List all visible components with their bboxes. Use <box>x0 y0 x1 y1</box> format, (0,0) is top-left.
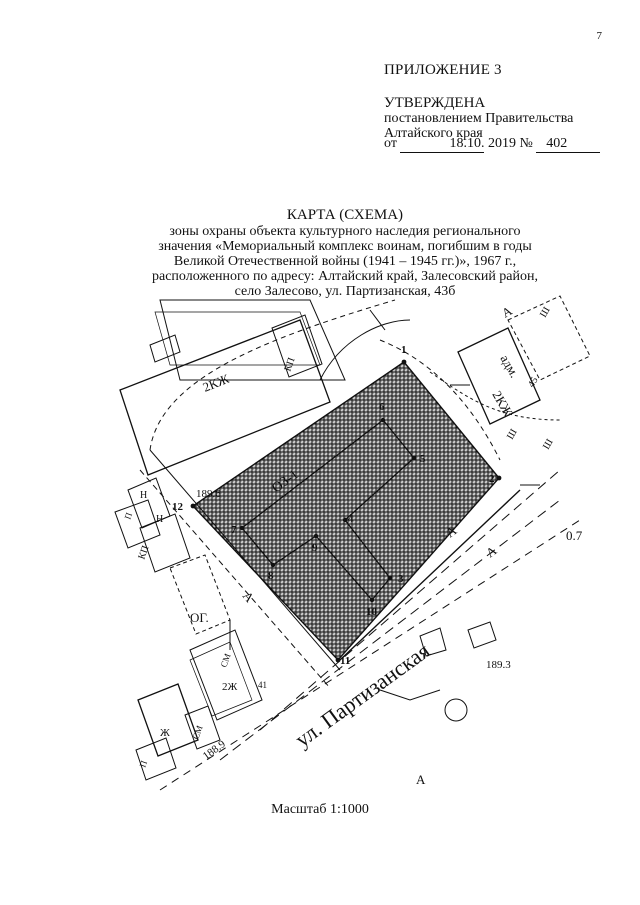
arc-right <box>429 371 561 421</box>
label-kp-north: КП <box>282 356 297 373</box>
label-2kzh-east: 2КЖ <box>489 388 516 419</box>
point-7-label: 7 <box>231 524 237 536</box>
elevation-189-3: 189.3 <box>486 659 511 671</box>
point-11-label: 11 <box>340 655 350 667</box>
point-2-label: 2 <box>489 473 495 485</box>
label-og: ОГ. <box>190 610 209 625</box>
point-4-label: 4 <box>348 513 354 525</box>
point-6-label: 6 <box>379 401 385 413</box>
approval-line-2: Алтайского края <box>384 126 483 141</box>
point-8-label: 8 <box>268 570 274 582</box>
approval-title: УТВЕРЖДЕНА <box>384 95 486 111</box>
approval-line-1: постановлением Правительства <box>384 111 574 126</box>
protection-zone-oz1 <box>191 361 500 662</box>
road-mark-4: А <box>416 772 426 787</box>
map-scale: Масштаб 1:1000 <box>271 802 369 817</box>
approval-number: 402 <box>536 136 601 153</box>
title-main: КАРТА (СХЕМА) <box>286 207 404 223</box>
label-sh-3: Ш <box>538 305 553 319</box>
point-labels: 1 2 3 4 5 6 7 8 9 10 11 12 <box>172 344 495 667</box>
label-adm: адм. <box>497 352 522 380</box>
label-kp-west: КП <box>136 544 151 561</box>
arrows <box>229 309 540 650</box>
label-2zh: 2Ж <box>222 681 238 693</box>
title-line-1: зоны охраны объекта культурного наследия… <box>169 224 521 239</box>
road-mark-1: А <box>240 588 258 605</box>
approval-date: 18.10. <box>400 136 485 153</box>
label-n-1: Н <box>140 490 147 501</box>
date-prefix: от <box>384 136 397 151</box>
label-sm-2: СМ <box>218 652 232 669</box>
point-3-label: 3 <box>398 573 404 585</box>
building-2kzh-north <box>119 319 331 476</box>
page-number: 7 <box>596 30 603 42</box>
approval-year: 2019 <box>487 136 516 151</box>
number-sign: № <box>519 136 533 151</box>
elevation-0-7: 0.7 <box>566 528 583 543</box>
label-45: 45 <box>526 375 541 389</box>
label-n-2: Н <box>156 514 163 525</box>
dashed-boundary-east <box>379 339 501 461</box>
title-line-5: село Залесово, ул. Партизанская, 43б <box>234 284 456 299</box>
title-line-3: Великой Отечественной войны (1941 – 1945… <box>173 254 517 269</box>
document-title: КАРТА (СХЕМА) зоны охраны объекта культу… <box>120 207 570 300</box>
street-lines <box>139 449 581 791</box>
title-line-4: расположенного по адресу: Алтайский край… <box>151 269 539 284</box>
title-line-2: значения «Мемориальный комплекс воинам, … <box>158 239 532 254</box>
road-mark-3: А <box>483 542 500 560</box>
label-p-1: П <box>137 759 149 769</box>
elevation-188-9: 188.9 <box>201 738 228 763</box>
point-12-label: 12 <box>172 501 184 513</box>
label-p-2: П <box>122 511 134 521</box>
label-2kzh-north: 2КЖ <box>201 371 232 395</box>
point-5-label: 5 <box>420 453 426 465</box>
dashed-curve-center <box>319 319 411 381</box>
point-1-label: 1 <box>401 344 407 356</box>
dashed-boundary-north <box>149 299 396 451</box>
street-label: ул. Партизанская <box>290 638 434 752</box>
building-kp-north <box>271 314 323 378</box>
label-zh: Ж <box>160 727 170 739</box>
appendix-heading: ПРИЛОЖЕНИЕ 3 <box>384 62 502 78</box>
approval-block: УТВЕРЖДЕНА постановлением Правительства … <box>384 95 574 142</box>
boundary-points <box>190 359 502 663</box>
elevation-189-6: 189.6 <box>196 488 221 500</box>
label-41: 41 <box>258 680 267 690</box>
point-9-label: 9 <box>312 542 318 554</box>
building-adm <box>457 295 591 425</box>
features-southeast <box>379 621 497 722</box>
approval-date-line: от 18.10. 2019 № 402 <box>384 136 601 153</box>
label-sh-1: Ш <box>541 437 556 451</box>
label-sm-1: СМ <box>190 724 204 741</box>
point-10-label: 10 <box>366 606 378 618</box>
road-mark-5: А <box>499 303 515 321</box>
label-sh-2: Ш <box>505 427 520 441</box>
